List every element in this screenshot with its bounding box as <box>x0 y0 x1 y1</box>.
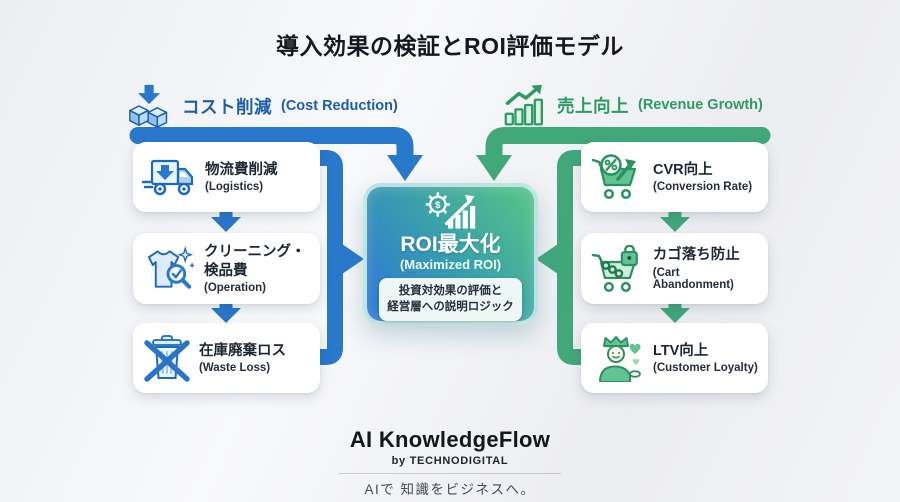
roi-subtitle: (Maximized ROI) <box>399 256 502 272</box>
waste-loss-box: 在庫廃棄ロス (Waste Loss) <box>133 323 320 393</box>
roi-title: ROI最大化 <box>400 232 501 256</box>
cart-abandonment-label-jp: カゴ落ち防止 <box>652 247 740 264</box>
growth-chart-icon <box>504 84 543 126</box>
shirt-inspection-icon <box>147 245 196 289</box>
cvr-box: CVR向上 (Conversion Rate) <box>581 142 768 212</box>
truck-down-icon <box>142 159 194 196</box>
cart-lock-icon <box>591 244 638 292</box>
cost-reduction-label-en: (Cost Reduction) <box>281 98 398 114</box>
svg-text:$: $ <box>435 200 441 211</box>
no-waste-trash-icon <box>144 335 190 382</box>
page-title: 導入効果の検証とROI評価モデル <box>276 33 624 59</box>
waste-loss-label-en: (Waste Loss) <box>199 362 271 375</box>
cart-abandonment-text: カゴ落ち防止 (Cart Abandonment) <box>653 246 763 290</box>
operation-label-jp: クリーニング・検品費 <box>204 244 306 279</box>
cost-reduction-header: コスト削減 (Cost Reduction) <box>127 84 398 128</box>
cvr-label-en: (Conversion Rate) <box>653 181 753 194</box>
ltv-label-en: (Customer Loyalty) <box>653 362 758 375</box>
crowned-customer-icon <box>599 336 641 382</box>
revenue-growth-arrows <box>476 127 771 365</box>
cvr-text: CVR向上 (Conversion Rate) <box>653 161 752 193</box>
waste-loss-text: 在庫廃棄ロス (Waste Loss) <box>199 342 286 374</box>
operation-text: クリーニング・検品費 (Operation) <box>204 243 315 293</box>
logistics-label-jp: 物流費削減 <box>205 161 278 178</box>
cvr-label-jp: CVR向上 <box>653 161 713 178</box>
revenue-growth-label-en: (Revenue Growth) <box>638 97 763 113</box>
cost-reduction-label-jp: コスト削減 <box>182 96 272 117</box>
operation-box: クリーニング・検品費 (Operation) <box>133 233 320 304</box>
roi-center-box: $ ROI最大化 (Maximized ROI) 投資対効果の評価と 経営層への… <box>363 183 538 325</box>
logistics-text: 物流費削減 (Logistics) <box>205 161 278 193</box>
cart-percent-up-icon <box>591 154 637 200</box>
gear-dollar-growth-icon: $ <box>425 192 475 229</box>
cart-abandonment-label-en: (Cart Abandonment) <box>652 266 734 291</box>
roi-note-line2: 経営層への説明ロジック <box>387 301 514 314</box>
footer-divider <box>339 473 561 474</box>
revenue-growth-label-jp: 売上向上 <box>557 95 629 116</box>
cart-abandonment-box: カゴ落ち防止 (Cart Abandonment) <box>581 233 768 304</box>
logistics-box: 物流費削減 (Logistics) <box>133 142 320 212</box>
brand-tagline: AIで 知識をビジネスへ。 <box>364 482 536 497</box>
brand-name: AI KnowledgeFlow <box>349 427 551 452</box>
brand-byline: by TECHNODIGITAL <box>391 455 509 467</box>
ltv-label-jp: LTV向上 <box>653 342 709 359</box>
roi-note: 投資対効果の評価と 経営層への説明ロジック <box>379 277 522 321</box>
ltv-text: LTV向上 (Customer Loyalty) <box>653 342 758 374</box>
footer: AI KnowledgeFlow by TECHNODIGITAL AIで 知識… <box>0 427 900 498</box>
boxes-down-icon <box>129 84 168 128</box>
logistics-label-en: (Logistics) <box>205 181 264 194</box>
ltv-box: LTV向上 (Customer Loyalty) <box>581 323 768 393</box>
operation-label-en: (Operation) <box>204 281 266 294</box>
roi-note-line1: 投資対効果の評価と <box>398 284 503 297</box>
revenue-growth-header: 売上向上 (Revenue Growth) <box>504 84 763 126</box>
waste-loss-label-jp: 在庫廃棄ロス <box>199 342 286 359</box>
